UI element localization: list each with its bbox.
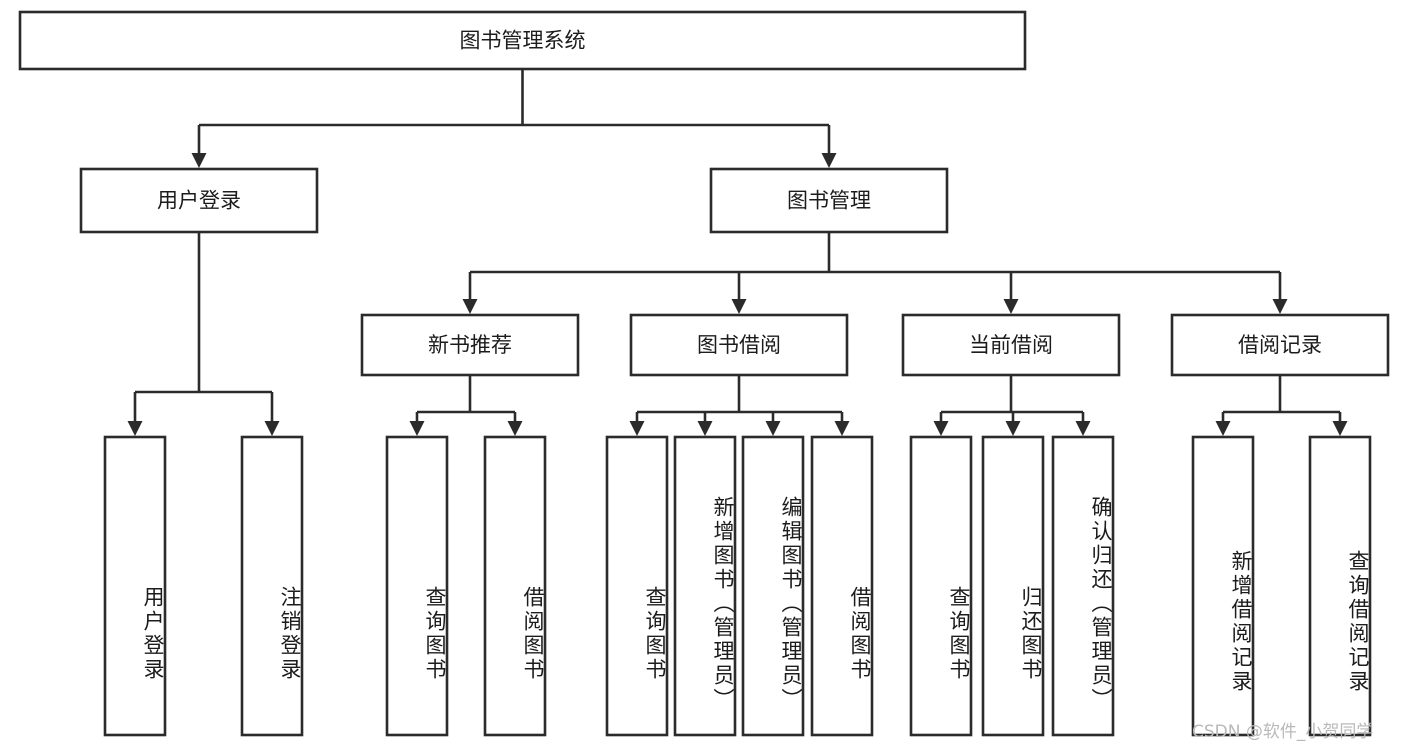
node-leaf-10[interactable] — [1051, 435, 1115, 737]
node-level2-1[interactable] — [709, 167, 949, 234]
edge-l3-3-arrow-0 — [1215, 421, 1231, 436]
edge-book-mgmt-arrow-3 — [1272, 299, 1288, 314]
node-leaf-1[interactable] — [240, 435, 304, 737]
node-level2-0[interactable] — [79, 167, 319, 234]
node-leaf-3[interactable] — [483, 435, 547, 737]
node-level2-0-label: 用户登录 — [157, 189, 241, 213]
node-level3-3-label: 借阅记录 — [1238, 333, 1322, 357]
node-level2-1-label: 图书管理 — [787, 189, 871, 213]
edge-user-login-arrow-0 — [127, 421, 143, 436]
node-root[interactable] — [18, 10, 1027, 71]
node-leaf-4[interactable] — [605, 435, 669, 737]
node-level3-2-label: 当前借阅 — [969, 333, 1053, 357]
node-level3-0-label: 新书推荐 — [428, 333, 512, 357]
node-root-label: 图书管理系统 — [460, 29, 586, 53]
edge-root-arrow-1 — [821, 153, 837, 168]
edge-l3-1-arrow-1 — [697, 421, 713, 436]
node-leaf-6[interactable] — [741, 435, 805, 737]
edge-l3-3-arrow-1 — [1332, 421, 1348, 436]
node-level3-1-label: 图书借阅 — [697, 333, 781, 357]
node-level3-0[interactable] — [360, 313, 580, 377]
edge-l3-2-arrow-1 — [1005, 421, 1021, 436]
node-leaf-7[interactable] — [810, 435, 874, 737]
edge-l3-2-arrow-2 — [1075, 421, 1091, 436]
node-leaf-9[interactable] — [981, 435, 1045, 737]
edge-l3-0-arrow-0 — [409, 421, 425, 436]
node-leaf-8[interactable] — [909, 435, 973, 737]
node-leaf-2[interactable] — [385, 435, 449, 737]
edge-l3-1-arrow-2 — [765, 421, 781, 436]
edge-l3-1-arrow-3 — [834, 421, 850, 436]
node-level3-1[interactable] — [629, 313, 849, 377]
edge-book-mgmt-arrow-0 — [462, 299, 478, 314]
edge-book-mgmt-arrow-1 — [731, 299, 747, 314]
node-box-layer — [18, 10, 1390, 737]
node-leaf-12[interactable] — [1308, 435, 1372, 737]
edge-user-login-arrow-1 — [264, 421, 280, 436]
node-level3-3[interactable] — [1170, 313, 1390, 377]
edge-l3-0-arrow-1 — [507, 421, 523, 436]
edge-book-mgmt-arrow-2 — [1003, 299, 1019, 314]
node-leaf-11[interactable] — [1191, 435, 1255, 737]
csdn-watermark: CSDN @软件_小贺同学 — [1192, 722, 1374, 742]
node-leaf-5[interactable] — [673, 435, 737, 737]
edge-l3-1-arrow-0 — [629, 421, 645, 436]
node-leaf-0[interactable] — [103, 435, 167, 737]
connector-layer — [127, 69, 1348, 436]
edge-l3-2-arrow-0 — [933, 421, 949, 436]
node-level3-2[interactable] — [901, 313, 1121, 377]
edge-root-arrow-0 — [191, 153, 207, 168]
